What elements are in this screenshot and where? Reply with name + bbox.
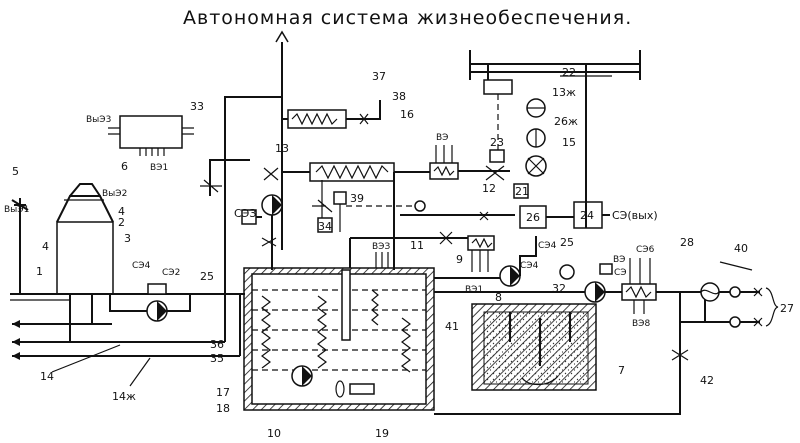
label-18: 18 [216, 402, 230, 415]
label-vyz1: ВыЭ1 [4, 205, 29, 215]
label-42: 42 [700, 374, 714, 387]
label-vz1-top: ВЭ1 [150, 163, 168, 173]
label-sz3-25: СЭ [614, 268, 627, 278]
label-6: 6 [121, 160, 128, 173]
main-tank-10 [243, 267, 435, 411]
unit-6 [119, 115, 183, 149]
label-5: 5 [12, 165, 19, 178]
label-26: 26 [526, 211, 540, 224]
label-23: 23 [490, 136, 504, 149]
label-4: 4 [118, 205, 125, 218]
label-13x: 13ж [552, 86, 576, 99]
diagram-title: Автономная система жизнеобеспечения. [183, 7, 632, 29]
label-25-left: 25 [200, 270, 214, 283]
label-sz6: СЭ6 [636, 245, 655, 255]
label-sz4-8: СЭ4 [520, 261, 539, 271]
left-unit [10, 183, 245, 301]
label-28: 28 [680, 236, 694, 249]
label-35: 35 [210, 352, 224, 365]
label-14x: 14ж [112, 390, 136, 403]
label-vyz2: ВыЭ2 [102, 189, 127, 199]
label-19: 19 [375, 427, 389, 440]
label-34: 34 [318, 220, 332, 233]
label-vz-12: ВЭ [436, 133, 448, 143]
unit-9 [467, 235, 495, 251]
label-12: 12 [482, 182, 496, 195]
label-27: 27 [780, 302, 794, 315]
label-41: 41 [445, 320, 459, 333]
label-14: 14 [40, 370, 54, 383]
label-1: 1 [36, 265, 43, 278]
label-9: 9 [456, 253, 463, 266]
label-vyz3: ВыЭ3 [86, 115, 111, 125]
label-21: 21 [515, 185, 529, 198]
label-vz8: ВЭ8 [632, 319, 650, 329]
label-36: 36 [210, 338, 224, 351]
label-26x: 26ж [554, 115, 578, 128]
label-4b: 4 [42, 240, 49, 253]
label-sz2: СЭ2 [162, 268, 180, 278]
label-37: 37 [372, 70, 386, 83]
label-39: 39 [350, 192, 364, 205]
label-22: 22 [562, 66, 576, 79]
label-38: 38 [392, 90, 406, 103]
tank-3 [56, 221, 114, 295]
label-sz4-25: СЭ4 [538, 241, 557, 251]
label-2: 2 [118, 216, 125, 229]
unit-21 [513, 183, 529, 199]
label-13: 13 [275, 142, 289, 155]
label-7: 7 [618, 364, 625, 377]
label-32: 32 [552, 282, 566, 295]
label-10: 10 [267, 427, 281, 440]
label-33: 33 [190, 100, 204, 113]
label-11: 11 [410, 239, 424, 252]
label-3: 3 [124, 232, 131, 245]
label-sz4-left: СЭ4 [132, 261, 151, 271]
label-sz-out: СЭ(вых) [612, 209, 658, 222]
label-16: 16 [400, 108, 414, 121]
label-sz3-left: СЭЗ [234, 207, 256, 220]
label-vz3: ВЭЗ [372, 242, 390, 252]
label-8: 8 [495, 291, 502, 304]
label-vz-25: ВЭ [613, 255, 625, 265]
label-17: 17 [216, 386, 230, 399]
label-25-right: 25 [560, 236, 574, 249]
label-vz1-9: ВЭ1 [465, 285, 483, 295]
tank-7 [471, 303, 597, 391]
label-15: 15 [562, 136, 576, 149]
label-40: 40 [734, 242, 748, 255]
